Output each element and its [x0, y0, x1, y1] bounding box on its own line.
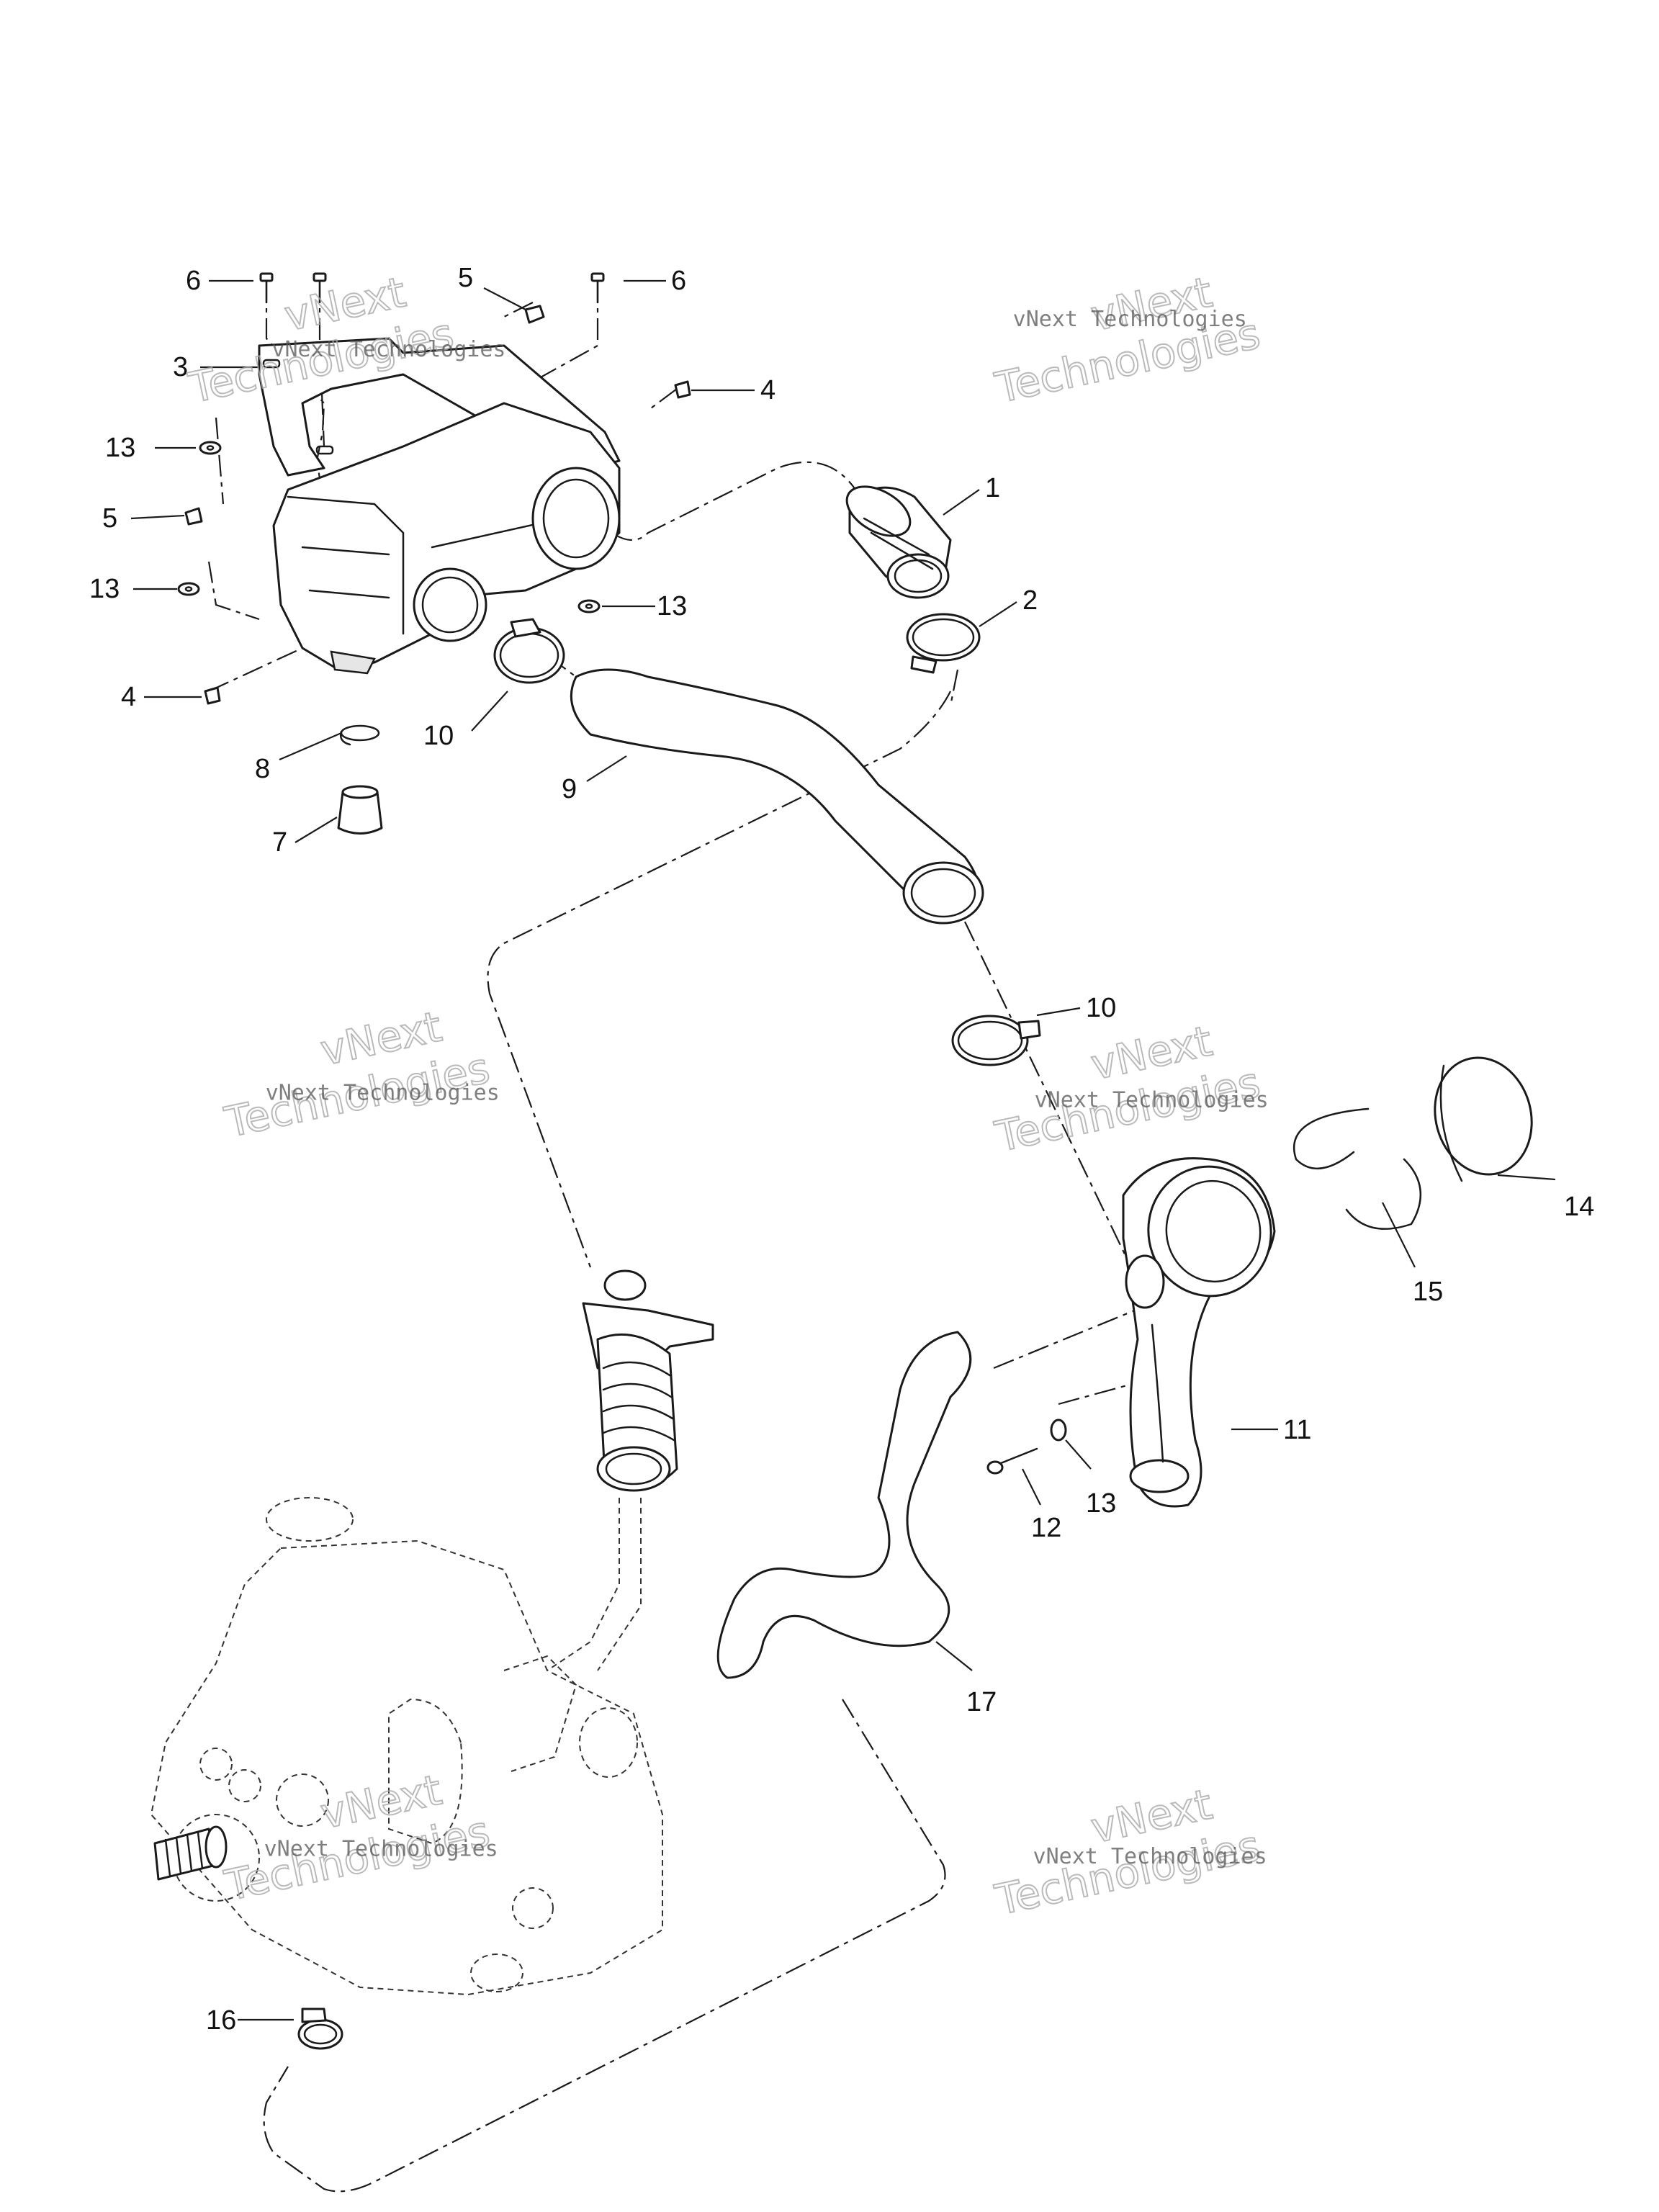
clip-nut-5-top: [524, 305, 545, 324]
callout-5-top: 5: [458, 263, 473, 293]
intake-elbow-duct: [1122, 1157, 1276, 1508]
screw-6-middle: [313, 272, 327, 304]
callout-13-d: 13: [1086, 1488, 1116, 1519]
hose-clamp-16: [297, 2008, 343, 2050]
air-box-housing: [272, 402, 621, 675]
clip-nut-5-left: [184, 507, 203, 526]
watermark-6: vNext Technologies vNext Technologies: [990, 1779, 1267, 1925]
clip-nut-4-top: [674, 380, 691, 399]
screw-6-left: [259, 272, 274, 304]
callout-13-a: 13: [105, 433, 135, 463]
washer-13-a: [199, 441, 222, 455]
callout-6-right: 6: [671, 266, 686, 296]
clip-nut-4-left: [204, 686, 221, 705]
washer-13-c: [577, 599, 601, 613]
throttle-body-boot: [582, 1269, 714, 1492]
washer-13-d: [1050, 1419, 1067, 1442]
callout-2: 2: [1022, 585, 1038, 616]
callout-13-b: 13: [89, 574, 120, 604]
callout-4-top: 4: [760, 375, 775, 405]
callout-12: 12: [1031, 1513, 1061, 1543]
callout-16: 16: [206, 2005, 236, 2036]
callout-1: 1: [985, 473, 1000, 503]
watermark-3: vNext Technologies vNext Technologies: [220, 1001, 500, 1148]
svg-text:vNext Technologies: vNext Technologies: [271, 337, 505, 362]
callout-5-left: 5: [102, 503, 117, 534]
callout-4-left: 4: [121, 682, 136, 712]
svg-text:vNext Technologies: vNext Technologies: [1013, 307, 1247, 332]
hose-clamp-upper: [493, 618, 565, 684]
callout-17: 17: [966, 1687, 997, 1717]
hose-clamp-lower: [951, 1015, 1041, 1066]
intake-adapter: [845, 485, 952, 599]
screw-6-right: [590, 272, 605, 304]
watermark-2: vNext Technologies vNext Technologies: [990, 266, 1265, 413]
svg-text:vNext Technologies: vNext Technologies: [1033, 1844, 1267, 1869]
drain-plug: [337, 785, 383, 835]
callout-labels: 1 2 3 4 4 5 5 6 6 7 8 9 10 10 11 12 13 1…: [89, 263, 1594, 2036]
engine-output-shaft: [153, 1825, 228, 1881]
callout-11: 11: [1283, 1415, 1311, 1445]
callout-10-lower: 10: [1086, 993, 1116, 1023]
callout-7: 7: [272, 827, 287, 858]
intake-hose: [570, 668, 984, 925]
callout-13-c: 13: [657, 591, 687, 621]
engine-block-outline: [150, 1497, 663, 1996]
retaining-ring: [1292, 1107, 1422, 1230]
hose-clamp-2: [906, 613, 981, 674]
callout-10-upper: 10: [423, 721, 454, 751]
leader-lines: [130, 279, 1556, 2021]
svg-text:vNext Technologies: vNext Technologies: [264, 1837, 498, 1862]
callout-6-left: 6: [186, 266, 201, 296]
callout-3: 3: [173, 352, 188, 382]
callout-8: 8: [255, 754, 270, 784]
svg-text:vNext Technologies: vNext Technologies: [266, 1081, 500, 1106]
callout-14: 14: [1564, 1192, 1594, 1222]
callout-15: 15: [1413, 1277, 1443, 1307]
svg-text:vNext Technologies: vNext Technologies: [1035, 1088, 1269, 1113]
transfer-hose: [716, 1331, 972, 1679]
watermark-5: vNext Technologies vNext Technologies: [220, 1764, 498, 1911]
drain-clamp: [340, 724, 380, 746]
washer-13-b: [177, 582, 200, 596]
callout-9: 9: [562, 774, 577, 804]
screw-12: [986, 1447, 1038, 1475]
cover-cap: [1434, 1056, 1533, 1182]
